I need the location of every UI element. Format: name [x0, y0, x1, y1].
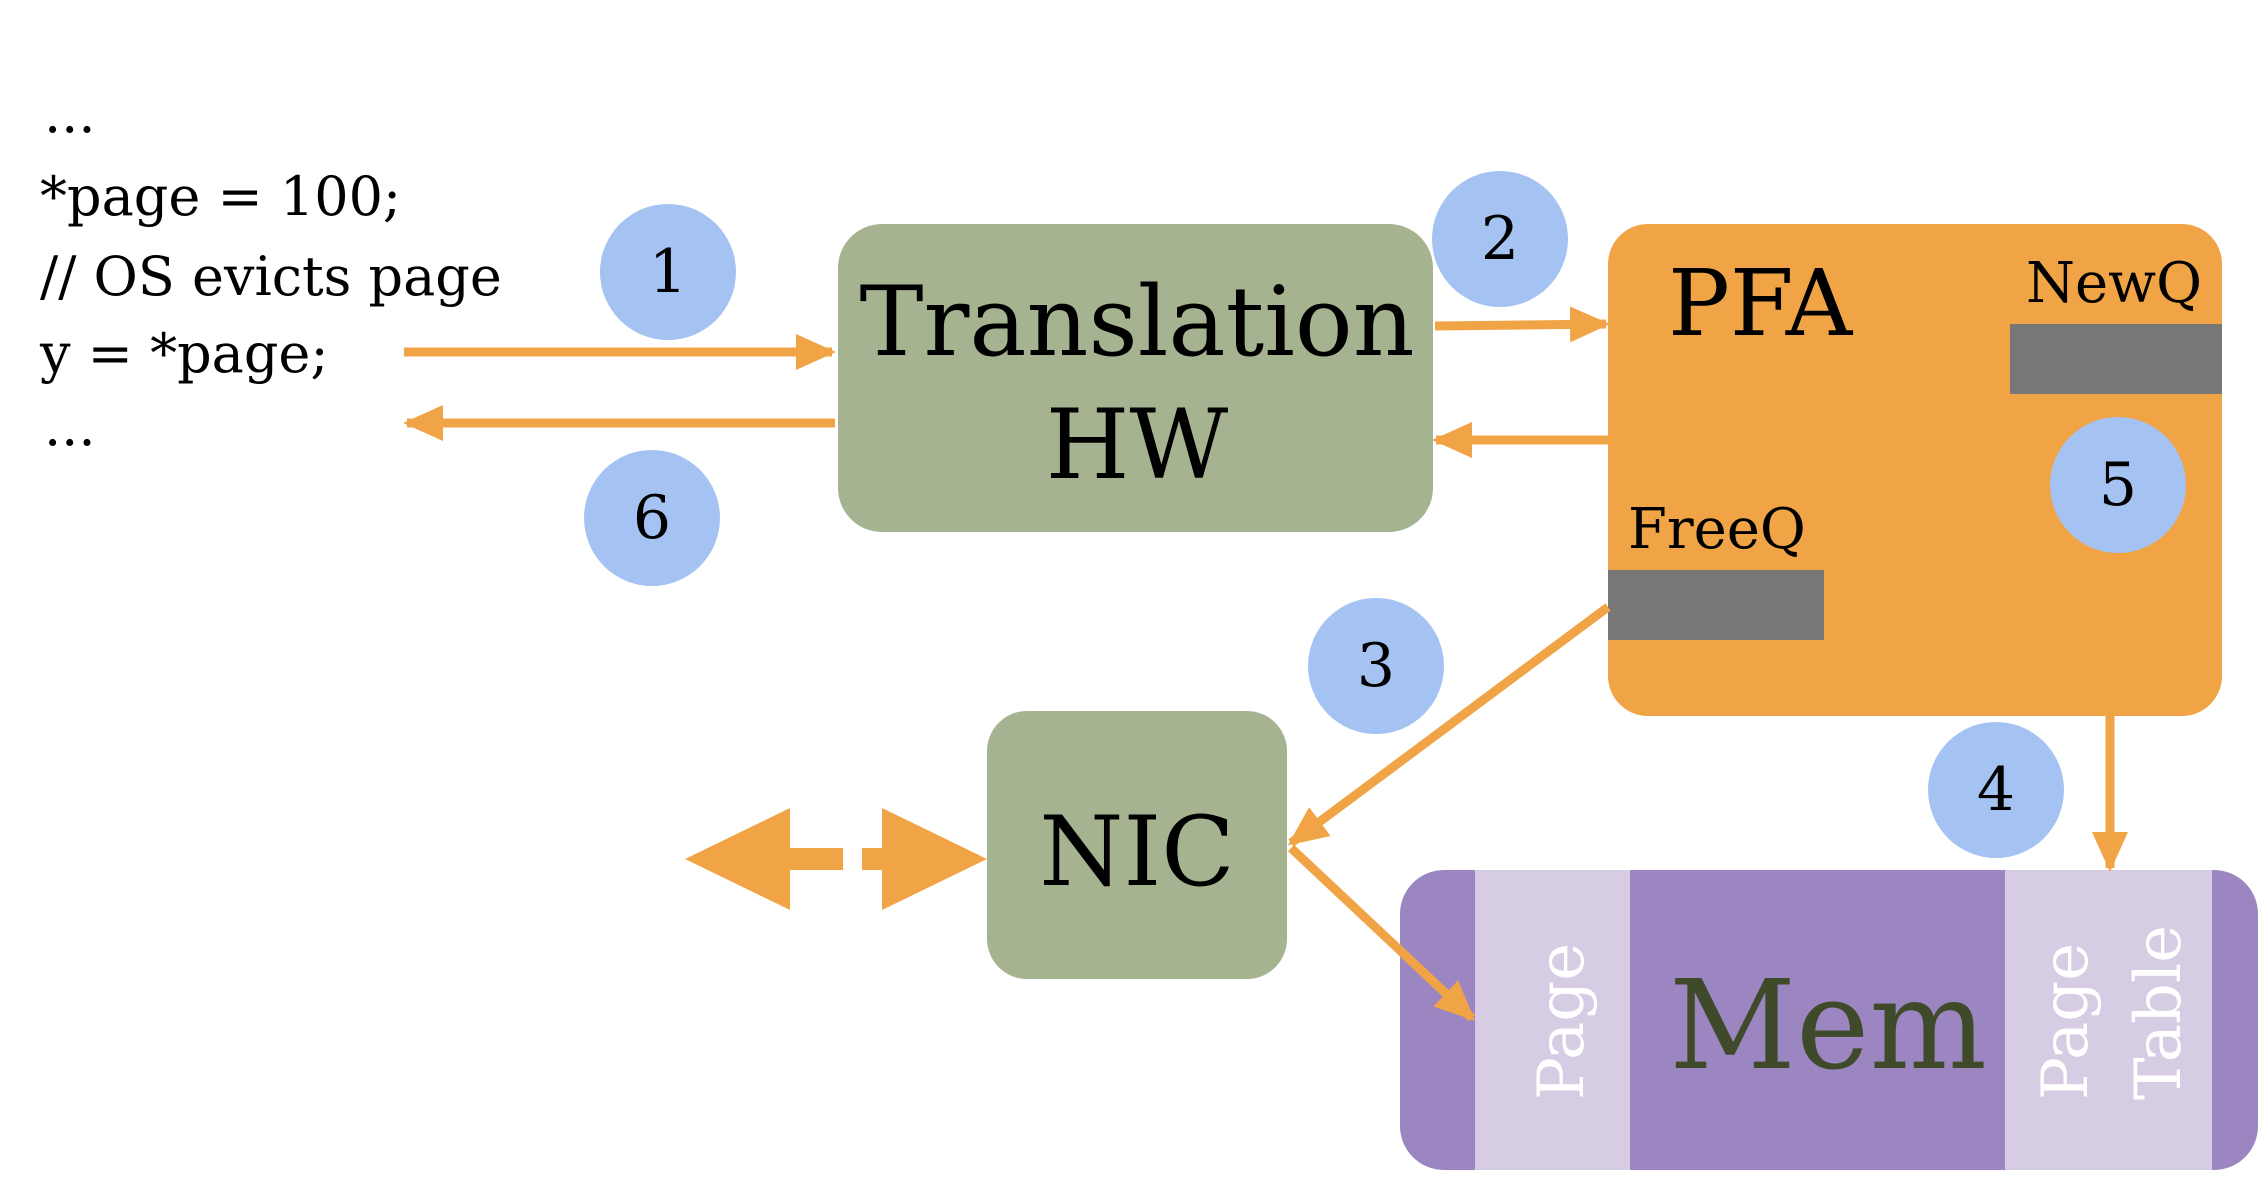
step-marker-5: 5 [2050, 417, 2186, 553]
step-circle [1308, 598, 1444, 734]
nic-block: NIC [987, 711, 1287, 979]
arrow-pfa-to-nic [1287, 603, 1611, 847]
page-slot [1475, 870, 1630, 1170]
page-label: Page [1525, 943, 1599, 1100]
nic-box [987, 711, 1287, 979]
newq-label: NewQ [2026, 251, 2202, 316]
code-line-comment: // OS evicts page [40, 245, 502, 308]
freeq-label: FreeQ [1628, 497, 1806, 562]
page-table-label-line2: Table [2122, 925, 2196, 1100]
code-line-assign: *page = 100; [40, 165, 401, 228]
nic-label: NIC [1039, 796, 1234, 908]
code-line-ellipsis-bottom: ... [44, 395, 96, 458]
network-arrow-left-head [685, 808, 790, 910]
step-circle [1928, 722, 2064, 858]
newq-bar [2010, 324, 2222, 394]
step-markers: 1 2 3 4 5 6 [584, 171, 2186, 858]
step-marker-1: 1 [600, 204, 736, 340]
code-line-ellipsis-top: ... [44, 82, 96, 145]
step-marker-3: 3 [1308, 598, 1444, 734]
network-arrow [685, 808, 987, 910]
mem-block: Mem Page Page Table [1400, 870, 2258, 1170]
arrow-translation-to-pfa [1434, 306, 1610, 343]
pfa-block: PFA NewQ FreeQ [1608, 224, 2222, 716]
step-number: 1 [649, 237, 687, 307]
network-arrow-dash-2 [862, 848, 886, 870]
pfa-label: PFA [1668, 250, 1854, 357]
step-number: 5 [2099, 450, 2137, 520]
network-arrow-dash-1 [785, 848, 843, 870]
freeq-bar [1608, 570, 1824, 640]
code-line-read: y = *page; [39, 322, 329, 385]
step-marker-4: 4 [1928, 722, 2064, 858]
step-number: 6 [633, 483, 671, 553]
page-table-slot [2005, 870, 2212, 1170]
step-circle [2050, 417, 2186, 553]
step-circle [1432, 171, 1568, 307]
step-number: 3 [1357, 631, 1395, 701]
translation-hw-box [838, 224, 1433, 532]
step-circle [584, 450, 720, 586]
translation-hw-block: Translation HW [838, 224, 1433, 532]
network-arrow-right-head [882, 808, 987, 910]
arrows [403, 306, 2128, 1022]
step-marker-2: 2 [1432, 171, 1568, 307]
translation-hw-label-line1: Translation [859, 266, 1414, 378]
step-circle [600, 204, 736, 340]
mem-label: Mem [1669, 954, 1987, 1098]
step-number: 4 [1977, 755, 2015, 825]
step-number: 2 [1481, 204, 1519, 274]
code-snippet: ... *page = 100; // OS evicts page y = *… [39, 82, 502, 458]
translation-hw-label-line2: HW [1046, 389, 1229, 501]
arrow-nic-to-page [1287, 844, 1476, 1022]
page-table-label-line1: Page [2029, 943, 2103, 1100]
step-marker-6: 6 [584, 450, 720, 586]
